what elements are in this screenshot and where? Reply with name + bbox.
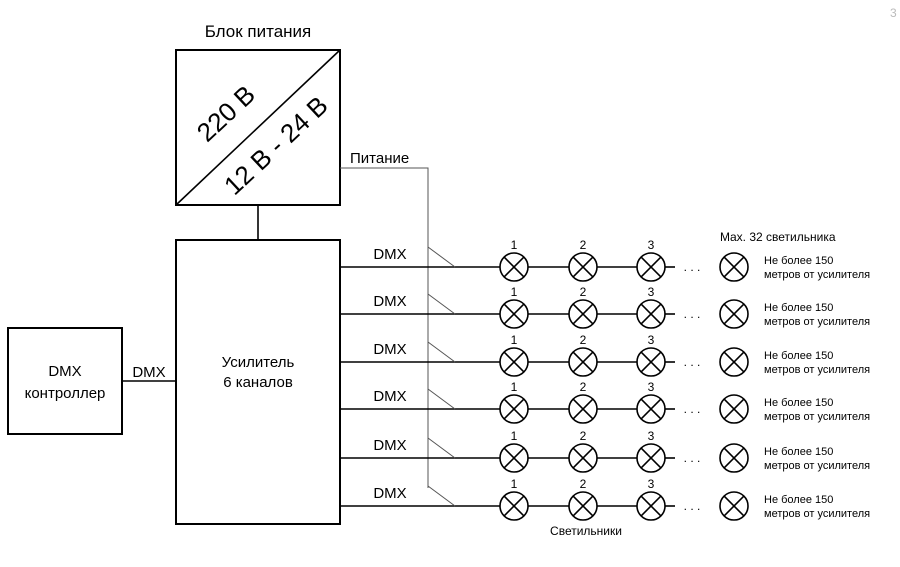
- amplifier-line1: Усилитель: [222, 354, 295, 371]
- power-branch-1: [427, 246, 456, 268]
- lamp-number-2-3: 3: [648, 285, 655, 299]
- lamp-cross-b-2-3: [640, 303, 662, 325]
- lamp-number-5-1: 1: [511, 429, 518, 443]
- fixtures-label: Светильники: [550, 524, 622, 538]
- distance-line2-4: метров от усилителя: [764, 411, 870, 423]
- lamp-cross-b-3-2: [572, 351, 594, 373]
- lamp-number-1-3: 3: [648, 238, 655, 252]
- channel-rows: DMX 1 2 3 . . . Не более 150 метров от усилите…: [340, 238, 870, 521]
- power-branch-3: [427, 341, 456, 363]
- dmx-controller-line1: DMX: [48, 363, 81, 380]
- controller-link-label: DMX: [132, 364, 165, 381]
- lamp-last-cross-b-3: [723, 351, 745, 373]
- lamp-last-cross-b-2: [723, 303, 745, 325]
- distance-line2-3: метров от усилителя: [764, 364, 870, 376]
- channel-dmx-label-5: DMX: [373, 437, 406, 454]
- lamp-number-6-1: 1: [511, 477, 518, 491]
- lamp-number-1-2: 2: [580, 238, 587, 252]
- distance-line1-3: Не более 150: [764, 350, 833, 362]
- power-label: Питание: [350, 150, 409, 167]
- power-branch-2: [427, 293, 456, 315]
- corner-mark: 3: [890, 6, 897, 20]
- channel-dmx-label-3: DMX: [373, 341, 406, 358]
- lamp-number-5-3: 3: [648, 429, 655, 443]
- lamp-number-4-2: 2: [580, 380, 587, 394]
- lamp-cross-b-2-1: [503, 303, 525, 325]
- lamp-last-cross-b-5: [723, 447, 745, 469]
- channel-dmx-label-1: DMX: [373, 246, 406, 263]
- dmx-controller-box: [7, 327, 123, 435]
- lamp-cross-b-5-1: [503, 447, 525, 469]
- ellipsis-4: . . .: [684, 402, 701, 416]
- lamp-cross-b-5-3: [640, 447, 662, 469]
- power-branch-6: [427, 485, 456, 507]
- lamp-number-6-2: 2: [580, 477, 587, 491]
- lamp-number-1-1: 1: [511, 238, 518, 252]
- lamp-cross-b-1-3: [640, 256, 662, 278]
- lamp-number-4-3: 3: [648, 380, 655, 394]
- lamp-cross-b-4-3: [640, 398, 662, 420]
- lamp-number-5-2: 2: [580, 429, 587, 443]
- amplifier-line2: 6 каналов: [223, 374, 293, 391]
- lamp-number-2-2: 2: [580, 285, 587, 299]
- lamp-cross-b-3-1: [503, 351, 525, 373]
- ellipsis-3: . . .: [684, 355, 701, 369]
- lamp-cross-b-6-1: [503, 495, 525, 517]
- max-fixtures-label: Max. 32 светильника: [720, 230, 836, 244]
- lamp-cross-b-6-3: [640, 495, 662, 517]
- lamp-cross-b-3-3: [640, 351, 662, 373]
- lamp-cross-b-1-2: [572, 256, 594, 278]
- distance-line1-5: Не более 150: [764, 446, 833, 458]
- distance-line2-1: метров от усилителя: [764, 269, 870, 281]
- lamp-cross-b-4-1: [503, 398, 525, 420]
- lamp-last-cross-b-6: [723, 495, 745, 517]
- lamp-cross-b-2-2: [572, 303, 594, 325]
- power-supply-title: Блок питания: [205, 22, 312, 41]
- lamp-number-6-3: 3: [648, 477, 655, 491]
- amplifier-box: [175, 239, 341, 525]
- lamp-last-cross-b-4: [723, 398, 745, 420]
- power-supply-diagonal: [175, 49, 341, 206]
- lamp-cross-b-1-1: [503, 256, 525, 278]
- lamp-cross-b-6-2: [572, 495, 594, 517]
- power-branch-4: [427, 388, 456, 410]
- ellipsis-1: . . .: [684, 260, 701, 274]
- power-bus-line: [340, 167, 429, 488]
- dmx-controller-line2: контроллер: [25, 385, 106, 402]
- lamp-number-4-1: 1: [511, 380, 518, 394]
- lamp-number-3-2: 2: [580, 333, 587, 347]
- channel-dmx-label-6: DMX: [373, 485, 406, 502]
- ellipsis-5: . . .: [684, 451, 701, 465]
- distance-line1-4: Не более 150: [764, 397, 833, 409]
- distance-line1-6: Не более 150: [764, 494, 833, 506]
- lamp-cross-b-5-2: [572, 447, 594, 469]
- lamp-number-3-1: 1: [511, 333, 518, 347]
- distance-line2-6: метров от усилителя: [764, 508, 870, 520]
- lamp-last-cross-b-1: [723, 256, 745, 278]
- distance-line1-2: Не более 150: [764, 302, 833, 314]
- lamp-number-3-3: 3: [648, 333, 655, 347]
- distance-line2-5: метров от усилителя: [764, 460, 870, 472]
- channel-dmx-label-2: DMX: [373, 293, 406, 310]
- lamp-cross-b-4-2: [572, 398, 594, 420]
- distance-line1-1: Не более 150: [764, 255, 833, 267]
- ellipsis-2: . . .: [684, 307, 701, 321]
- power-branch-5: [427, 437, 456, 459]
- lamp-number-2-1: 1: [511, 285, 518, 299]
- channel-dmx-label-4: DMX: [373, 388, 406, 405]
- distance-line2-2: метров от усилителя: [764, 316, 870, 328]
- ellipsis-6: . . .: [684, 499, 701, 513]
